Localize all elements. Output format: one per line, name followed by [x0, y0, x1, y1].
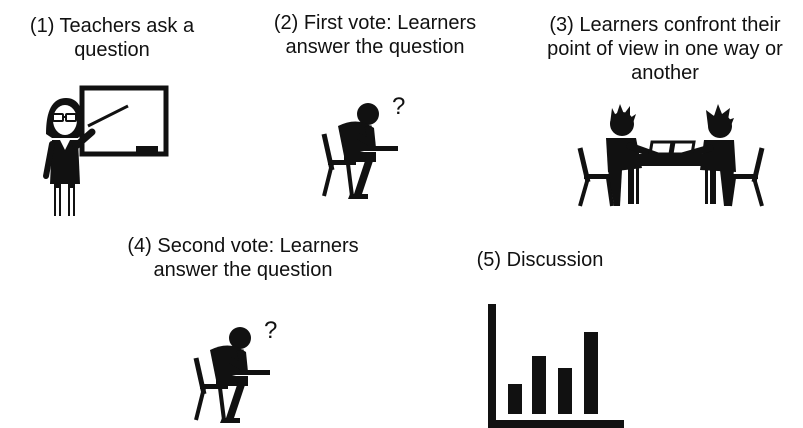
- thinking-student-icon-2: ?: [190, 316, 290, 426]
- step-3-label: (3) Learners confront their point of vie…: [524, 13, 803, 85]
- step-3-line-1: (3) Learners confront their: [549, 14, 781, 36]
- bar-chart-icon: [486, 300, 626, 428]
- thinking-student-icon: ?: [318, 92, 418, 202]
- step-2-label: (2) First vote: Learners answer the ques…: [250, 11, 500, 59]
- step-4-line-2: answer the question: [153, 259, 333, 281]
- step-2-line-1: (2) First vote: Learners: [273, 12, 477, 34]
- step-5-line-1: (5) Discussion: [476, 249, 604, 271]
- group-discussion-icon: [572, 102, 768, 210]
- question-mark: ?: [264, 317, 277, 344]
- question-mark: ?: [392, 93, 405, 120]
- step-3-line-2: point of view in one way or: [547, 38, 783, 60]
- step-4-line-1: (4) Second vote: Learners: [127, 235, 359, 257]
- step-1-line-1: (1) Teachers ask a: [29, 15, 195, 37]
- step-4-label: (4) Second vote: Learners answer the que…: [118, 234, 368, 282]
- step-1-line-2: question: [74, 39, 150, 61]
- step-3-line-3: another: [631, 62, 699, 84]
- step-5-label: (5) Discussion: [470, 248, 610, 272]
- teacher-at-board-icon: [38, 84, 178, 220]
- step-2-line-2: answer the question: [285, 36, 465, 58]
- step-1-label: (1) Teachers ask a question: [12, 14, 212, 62]
